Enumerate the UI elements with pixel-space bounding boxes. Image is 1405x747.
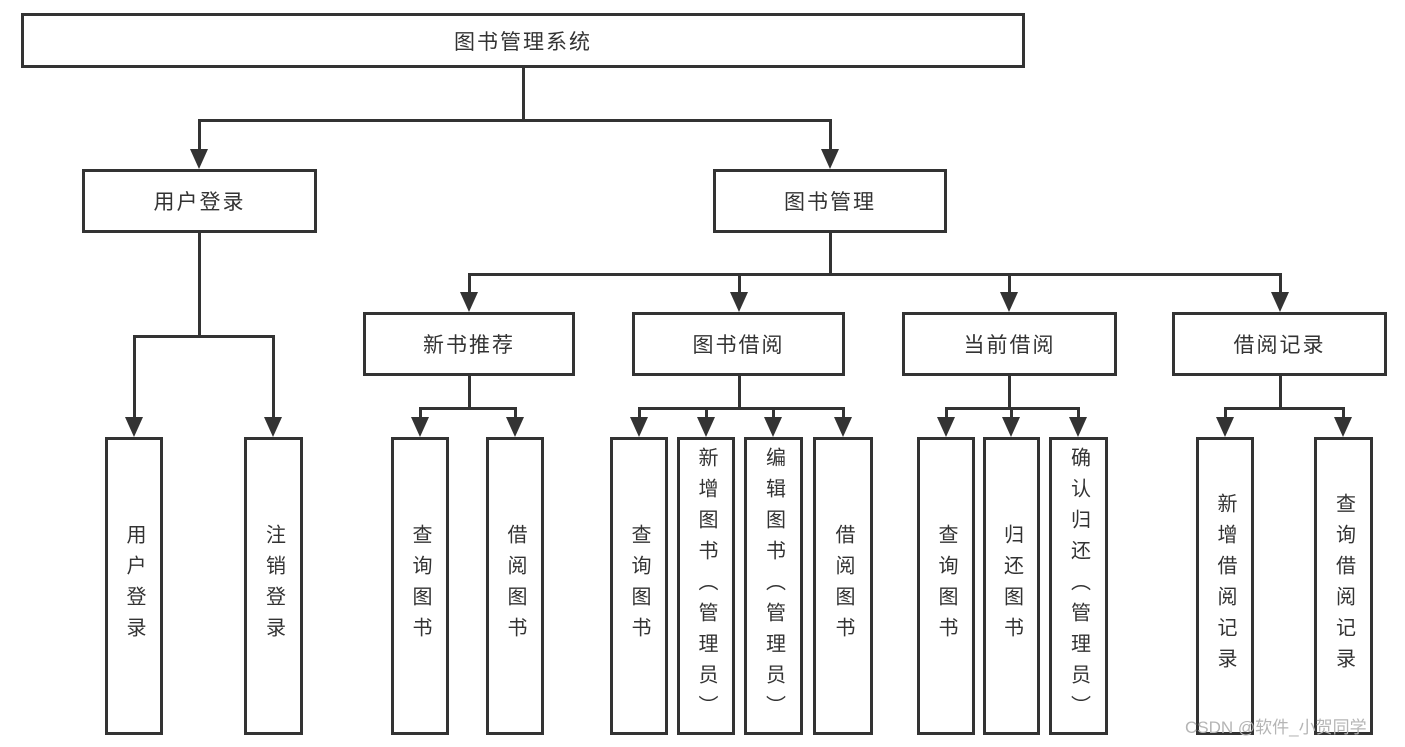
node-new-book-recommend: 新书推荐 [363, 312, 575, 376]
connector-hline [198, 119, 832, 122]
node-leaf-query-books: 查询图书 [917, 437, 975, 735]
connector-hline [468, 273, 1282, 276]
node-leaf-user-login: 用户登录 [105, 437, 163, 735]
arrowhead-down-icon [834, 417, 852, 437]
node-leaf-edit-books-admin: 编辑图书（管理员） [744, 437, 803, 735]
node-leaf-query-books: 查询图书 [391, 437, 449, 735]
connector-vline [738, 376, 741, 410]
connector-vline [705, 407, 708, 421]
connector-vline [198, 119, 201, 157]
connector-hline [133, 335, 275, 338]
connector-vline [198, 233, 201, 338]
node-leaf-return-books: 归还图书 [983, 437, 1040, 735]
arrowhead-down-icon [1334, 417, 1352, 437]
node-library-system: 图书管理系统 [21, 13, 1025, 68]
arrowhead-down-icon [411, 417, 429, 437]
connector-vline [772, 407, 775, 421]
connector-vline [468, 376, 471, 410]
connector-vline [738, 273, 741, 301]
connector-vline [522, 68, 525, 122]
node-borrow-records: 借阅记录 [1172, 312, 1387, 376]
connector-vline [1008, 376, 1011, 410]
connector-vline [468, 273, 471, 301]
arrowhead-down-icon [821, 149, 839, 169]
arrowhead-down-icon [1216, 417, 1234, 437]
arrowhead-down-icon [1069, 417, 1087, 437]
arrowhead-down-icon [697, 417, 715, 437]
connector-vline [1010, 407, 1013, 421]
connector-vline [133, 335, 136, 425]
arrowhead-down-icon [630, 417, 648, 437]
connector-hline [1224, 407, 1345, 410]
node-leaf-add-borrow-record: 新增借阅记录 [1196, 437, 1254, 735]
connector-vline [1279, 376, 1282, 410]
connector-hline [419, 407, 517, 410]
node-book-borrow: 图书借阅 [632, 312, 845, 376]
node-leaf-query-borrow-record: 查询借阅记录 [1314, 437, 1373, 735]
node-user-login: 用户登录 [82, 169, 317, 233]
connector-vline [272, 335, 275, 425]
arrowhead-down-icon [506, 417, 524, 437]
connector-vline [638, 407, 641, 421]
connector-vline [1279, 273, 1282, 301]
arrowhead-down-icon [125, 417, 143, 437]
node-leaf-query-books: 查询图书 [610, 437, 668, 735]
arrowhead-down-icon [1000, 292, 1018, 312]
csdn-watermark: CSDN @软件_小贺同学 [1185, 718, 1367, 737]
connector-vline [419, 407, 422, 421]
arrowhead-down-icon [1271, 292, 1289, 312]
connector-vline [829, 119, 832, 157]
node-leaf-logout: 注销登录 [244, 437, 303, 735]
arrowhead-down-icon [190, 149, 208, 169]
node-leaf-add-books-admin: 新增图书（管理员） [677, 437, 735, 735]
node-current-borrow: 当前借阅 [902, 312, 1117, 376]
node-leaf-borrow-books: 借阅图书 [813, 437, 873, 735]
connector-vline [1342, 407, 1345, 421]
connector-vline [842, 407, 845, 421]
connector-vline [1077, 407, 1080, 421]
arrowhead-down-icon [937, 417, 955, 437]
connector-vline [945, 407, 948, 421]
connector-vline [829, 233, 832, 276]
node-leaf-confirm-return-admin: 确认归还（管理员） [1049, 437, 1108, 735]
node-leaf-borrow-books: 借阅图书 [486, 437, 544, 735]
connector-hline [638, 407, 845, 410]
connector-vline [514, 407, 517, 421]
arrowhead-down-icon [460, 292, 478, 312]
arrowhead-down-icon [730, 292, 748, 312]
connector-vline [1224, 407, 1227, 421]
arrowhead-down-icon [264, 417, 282, 437]
connector-vline [1008, 273, 1011, 301]
arrowhead-down-icon [764, 417, 782, 437]
node-book-management: 图书管理 [713, 169, 947, 233]
arrowhead-down-icon [1002, 417, 1020, 437]
